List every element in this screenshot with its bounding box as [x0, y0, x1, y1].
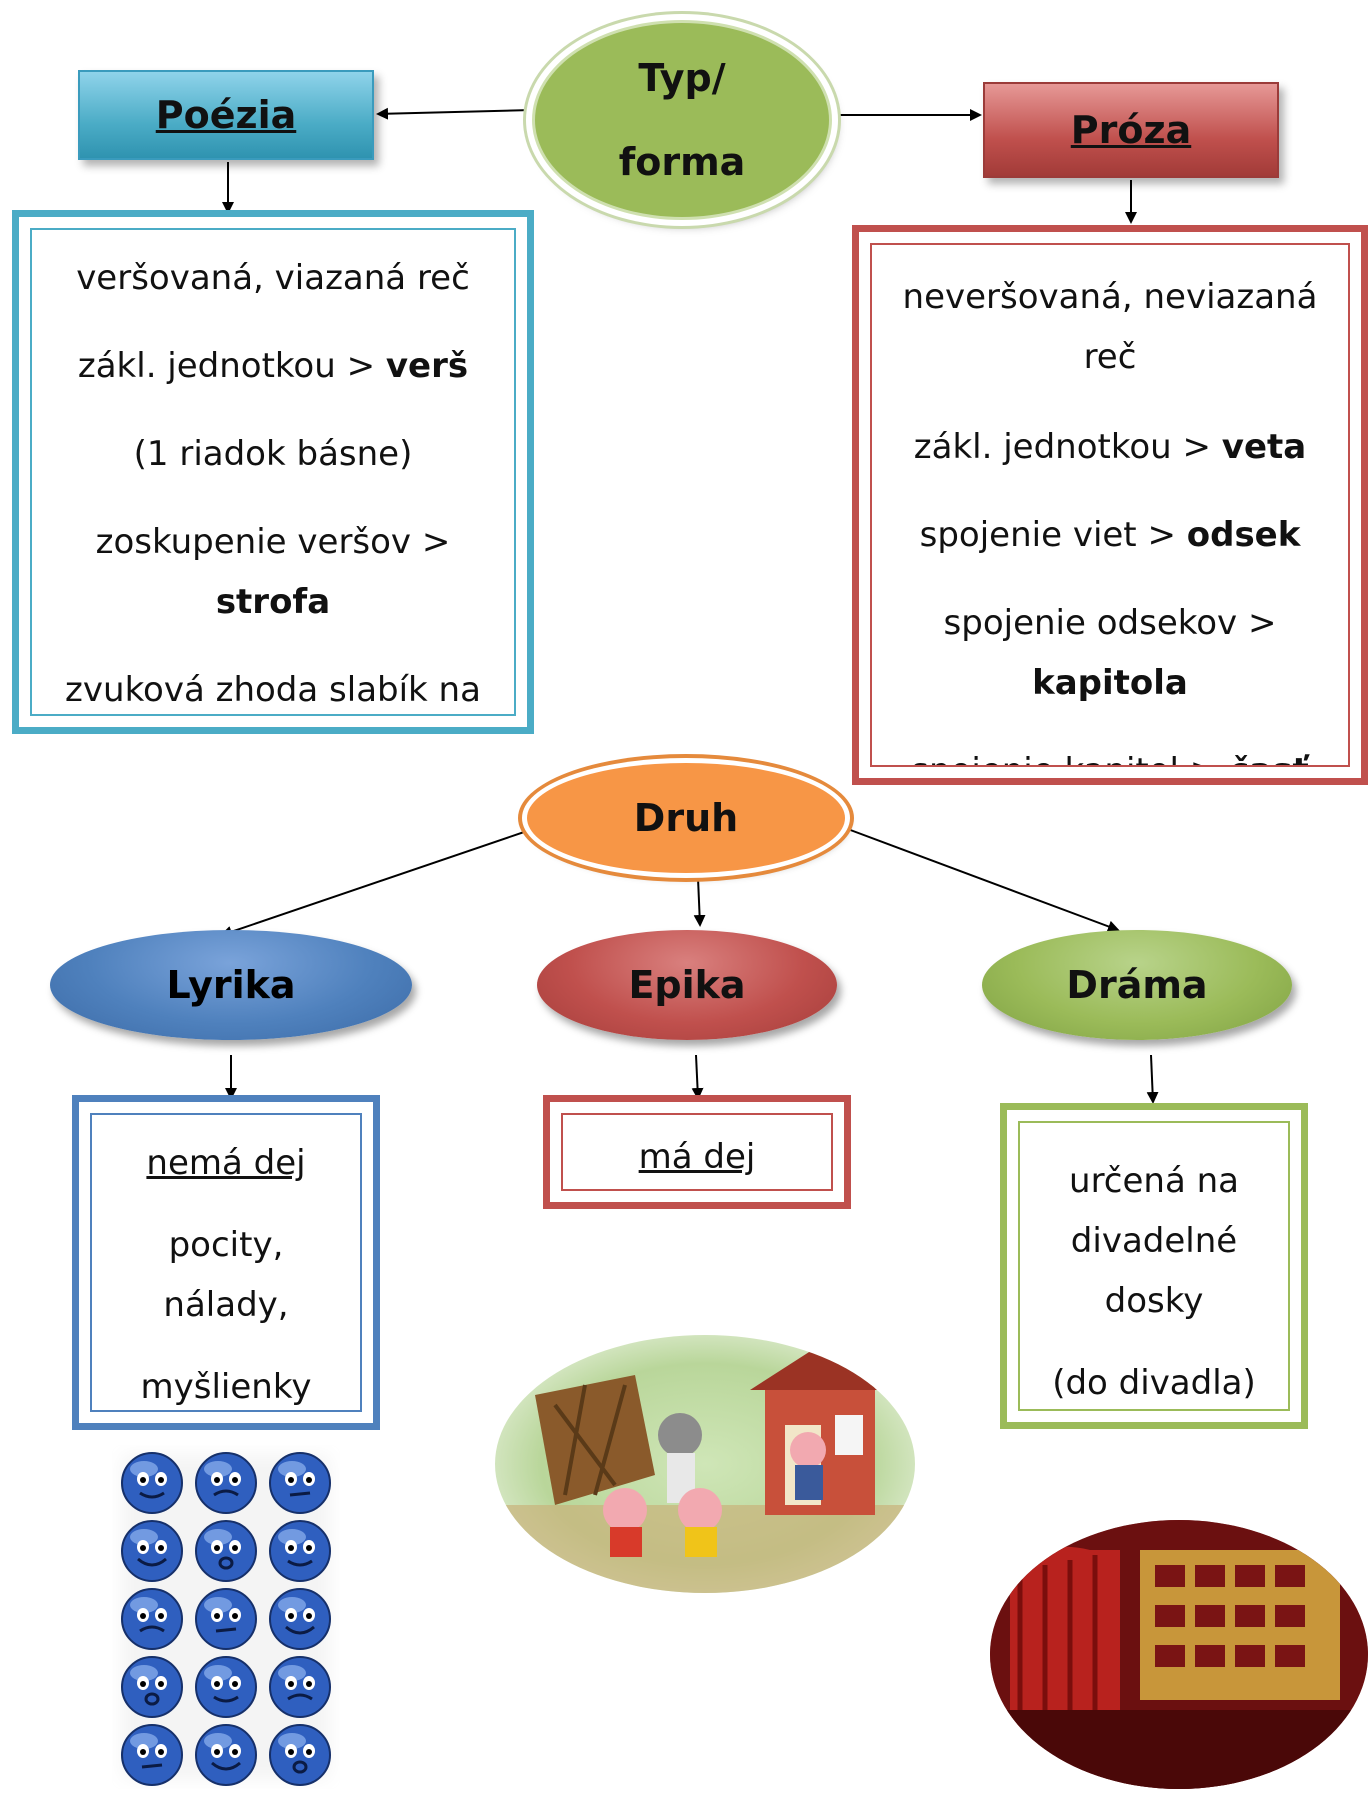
emoticon-face-icon [195, 1724, 257, 1786]
arrow-druh-to-epika [693, 877, 706, 927]
emoticon-face-icon [121, 1452, 183, 1514]
poezia-title: Poézia [155, 93, 297, 137]
lyrika-line: pocity, [168, 1225, 284, 1265]
typ-forma-node: Typ/ forma [532, 20, 832, 220]
drama-box: určená na divadelné dosky (do divadla) [1000, 1103, 1308, 1429]
arrow-druh-to-drama [844, 827, 1120, 933]
drama-line: dosky [1104, 1281, 1204, 1321]
lyrika-label: Lyrika [166, 963, 296, 1007]
proza-title: Próza [1070, 108, 1192, 152]
emoticon-face-icon [269, 1452, 331, 1514]
drama-label: Dráma [1066, 963, 1208, 1007]
emoticon-face-icon [121, 1724, 183, 1786]
poezia-line: (1 riadok básne) [133, 434, 413, 474]
emoticon-faces-icon [121, 1452, 331, 1786]
arrow-druh-to-lyrika [220, 829, 531, 938]
poezia-box: veršovaná, viazaná reč zákl. jednotkou >… [12, 210, 534, 734]
proza-banner: Próza [983, 82, 1279, 178]
proza-line: spojenie kapitol > časť [872, 741, 1348, 765]
proza-line: zákl. jednotkou > veta [913, 427, 1307, 467]
theatre-image [990, 1520, 1368, 1789]
poezia-line: veršovaná, viazaná reč [76, 258, 470, 298]
lyrika-line: myšlienky [140, 1367, 312, 1407]
emoticon-face-icon [195, 1452, 257, 1514]
typ-label: Typ/ [638, 56, 726, 100]
epika-heading: má dej [638, 1137, 756, 1177]
drama-line: určená na [1069, 1161, 1239, 1201]
arrow-drama-down [1146, 1054, 1159, 1104]
druh-node: Druh [527, 763, 845, 873]
lyrika-node: Lyrika [50, 930, 412, 1040]
druh-label: Druh [633, 796, 739, 840]
lyrika-box: nemá dej pocity, nálady, myšlienky [72, 1095, 380, 1430]
emoticon-face-icon [269, 1724, 331, 1786]
proza-box: neveršovaná, neviazaná reč zákl. jednotk… [852, 225, 1368, 785]
emoticon-face-icon [195, 1656, 257, 1718]
arrow-epika-down [691, 1054, 704, 1100]
arrow-typ-to-poezia [376, 107, 533, 120]
emoticons-image [112, 1445, 340, 1789]
lyrika-line: nálady, [163, 1285, 289, 1325]
emoticon-face-icon [121, 1588, 183, 1650]
poezia-line: zvuková zhoda slabík na [65, 670, 481, 710]
proza-line: spojenie viet > odsek [919, 515, 1301, 555]
poezia-line: zákl. jednotkou > verš [77, 346, 469, 386]
emoticon-face-icon [269, 1520, 331, 1582]
emoticon-face-icon [195, 1588, 257, 1650]
emoticon-face-icon [195, 1520, 257, 1582]
epika-node: Epika [537, 930, 837, 1040]
proza-line: spojenie odsekov > kapitola [943, 603, 1277, 703]
drama-line: divadelné [1070, 1221, 1238, 1261]
drama-node: Dráma [982, 930, 1292, 1040]
lyrika-heading: nemá dej [146, 1143, 306, 1183]
poezia-banner: Poézia [78, 70, 374, 160]
poezia-line: zoskupenie veršov > strofa [95, 522, 451, 622]
drama-line: (do divadla) [1052, 1363, 1256, 1403]
emoticon-face-icon [121, 1520, 183, 1582]
epika-label: Epika [628, 963, 746, 1007]
emoticon-face-icon [121, 1656, 183, 1718]
three-pigs-image [495, 1335, 915, 1593]
emoticon-face-icon [269, 1588, 331, 1650]
proza-line: neveršovaná, neviazaná reč [902, 277, 1318, 377]
epika-box: má dej [543, 1095, 851, 1209]
forma-label: forma [618, 140, 746, 184]
emoticon-face-icon [269, 1656, 331, 1718]
